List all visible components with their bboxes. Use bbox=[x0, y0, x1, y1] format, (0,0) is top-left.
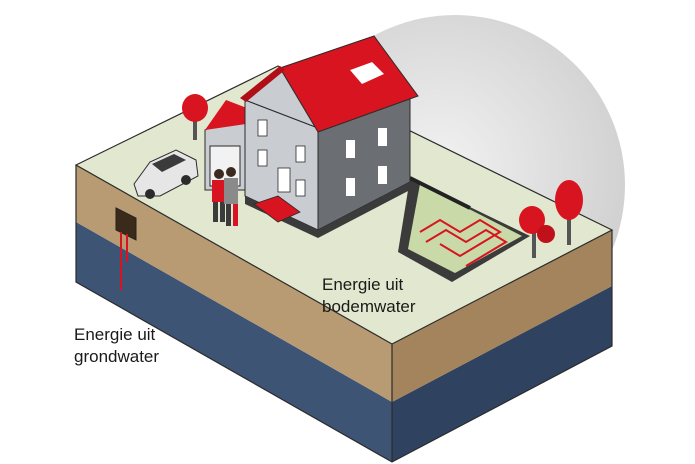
well-icon bbox=[115, 207, 137, 290]
tree-icon bbox=[519, 206, 555, 258]
tree-icon bbox=[182, 94, 208, 140]
water-layer-left bbox=[76, 222, 392, 462]
house-icon bbox=[240, 35, 419, 238]
ground-collector-icon bbox=[398, 176, 530, 282]
label-bodemwater-line2: bodemwater bbox=[322, 297, 416, 316]
label-grondwater-line1: Energie uit bbox=[74, 325, 156, 344]
car-icon bbox=[133, 149, 199, 199]
tree-icon bbox=[555, 180, 583, 245]
label-grondwater: Energie uit grondwater bbox=[74, 324, 159, 368]
soil-layer-left bbox=[76, 165, 392, 402]
water-layer-right bbox=[392, 286, 612, 462]
garage-icon bbox=[204, 100, 252, 191]
soil-layer-right bbox=[392, 230, 612, 402]
label-bodemwater: Energie uit bodemwater bbox=[322, 274, 416, 318]
label-grondwater-line2: grondwater bbox=[74, 347, 160, 366]
person-icon bbox=[212, 169, 225, 222]
person-icon bbox=[224, 167, 238, 226]
label-bodemwater-line1: Energie uit bbox=[322, 275, 404, 294]
